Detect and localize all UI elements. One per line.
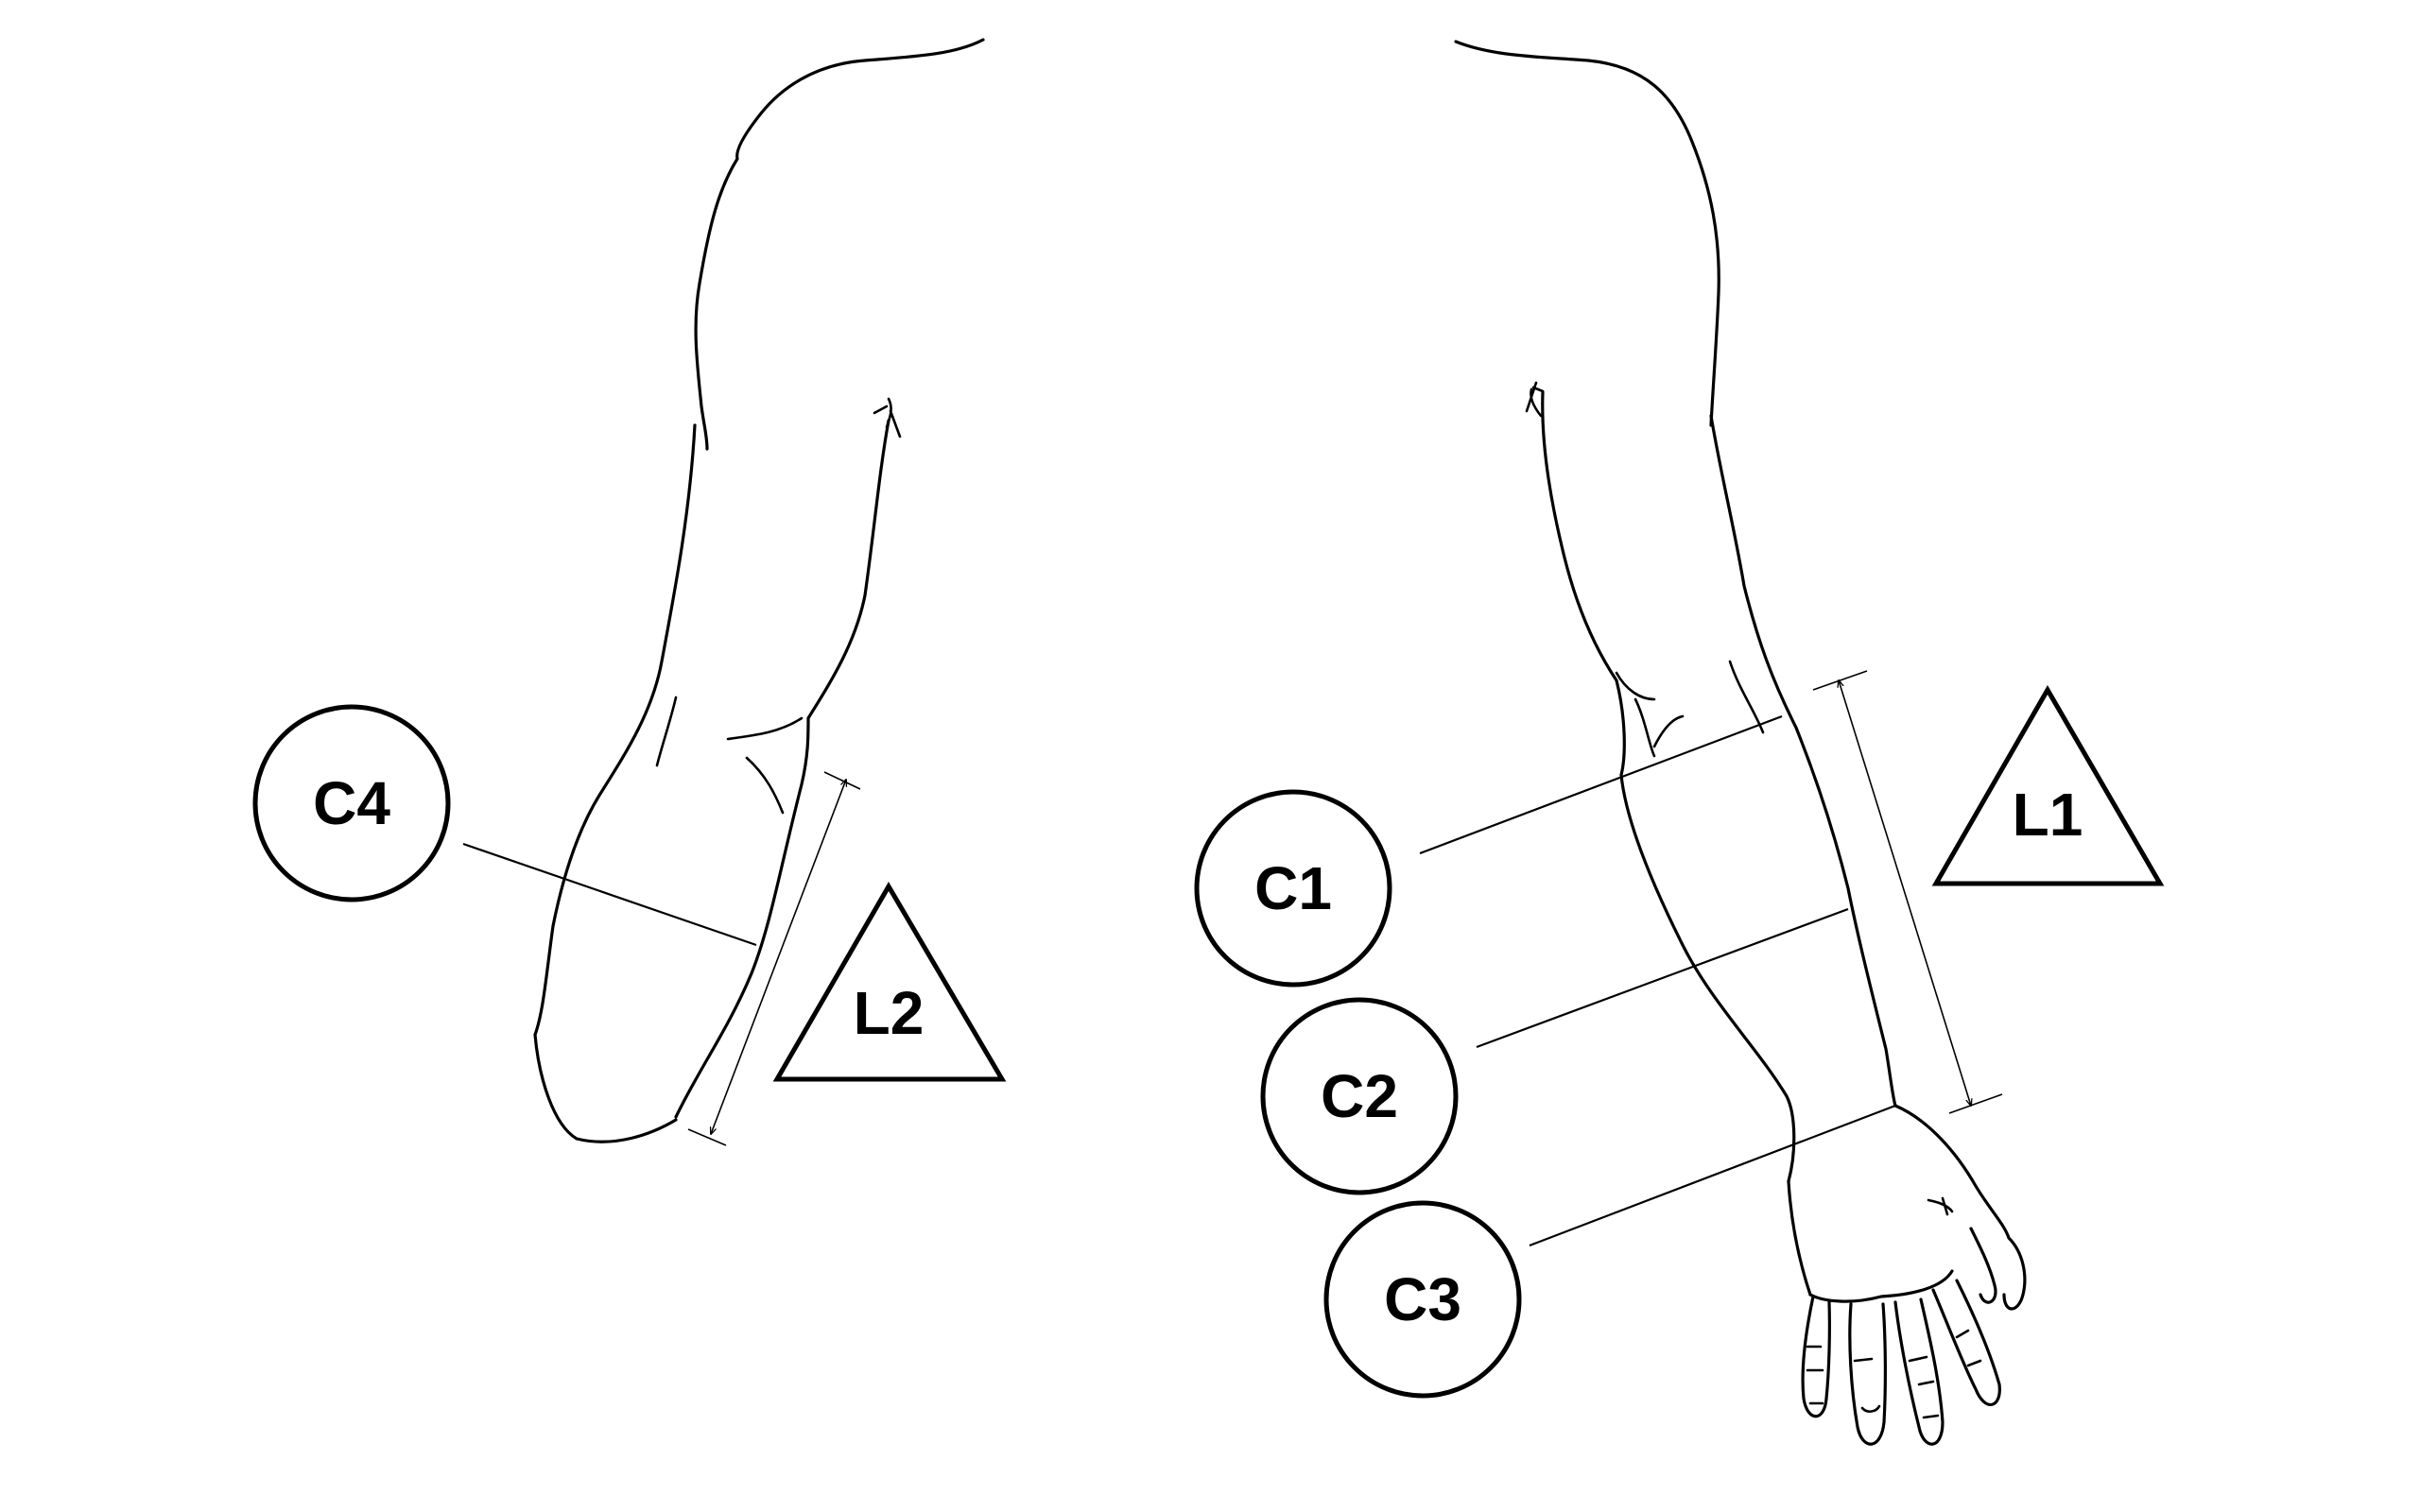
- full-arm-outline: [1454, 40, 2027, 1446]
- l2-label: L2: [854, 979, 925, 1047]
- c1-label: C1: [1254, 854, 1332, 922]
- c3-badge: C3: [1323, 1200, 1522, 1399]
- l2-badge: L2: [772, 882, 1007, 1082]
- c4-label: C4: [313, 769, 390, 837]
- l1-dimension-line: [1812, 670, 2003, 1114]
- c4-badge: C4: [252, 704, 451, 902]
- l2-dimension-line: [687, 771, 861, 1146]
- c2-badge: C2: [1260, 997, 1459, 1195]
- c3-leader-line: [1529, 1104, 1896, 1247]
- c3-label: C3: [1384, 1265, 1461, 1333]
- l1-label: L1: [2013, 781, 2083, 849]
- c4-leader-line: [462, 842, 757, 947]
- c1-leader-line: [1419, 714, 1783, 855]
- c2-label: C2: [1321, 1062, 1398, 1130]
- l1-badge: L1: [1931, 685, 2165, 886]
- c1-badge: C1: [1194, 789, 1392, 988]
- c2-leader-line: [1476, 907, 1849, 1049]
